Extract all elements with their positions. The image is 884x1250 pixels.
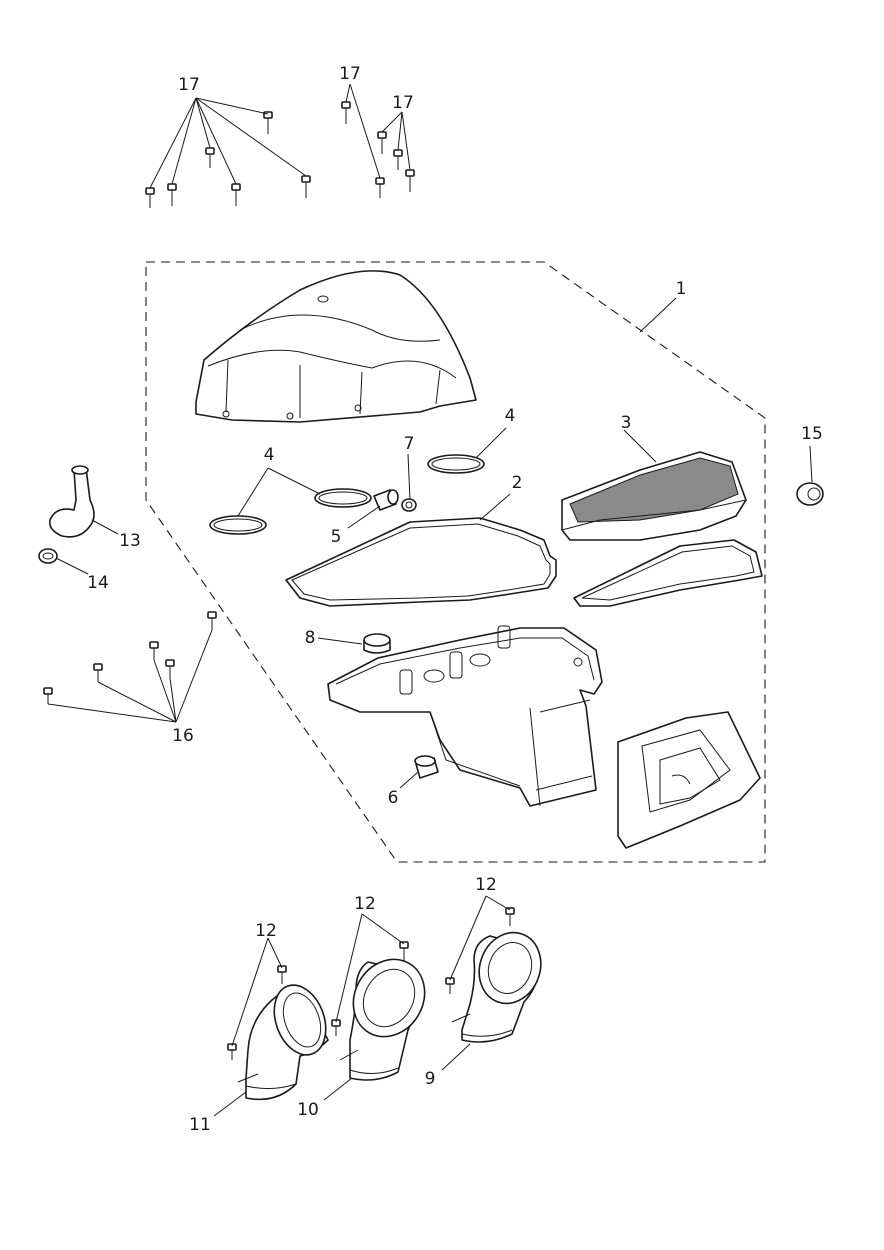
callout-numbers: 17 17 17 1 3 4 4 7 2 5 15 13 14 8 16 6 1…	[87, 64, 823, 1135]
callout-15: 15	[801, 424, 823, 444]
callout-9: 9	[425, 1069, 436, 1089]
bung-part	[363, 633, 391, 654]
callout-7: 7	[404, 434, 415, 454]
callout-17: 17	[178, 75, 200, 95]
hose-clip-part	[401, 498, 417, 512]
callout-12: 12	[475, 875, 497, 895]
callout-12: 12	[354, 894, 376, 914]
callout-8: 8	[305, 628, 316, 648]
callout-17: 17	[339, 64, 361, 84]
airbox-lower-body	[327, 625, 603, 807]
drain-cap-part	[414, 755, 439, 779]
leader-lines	[47, 83, 813, 1117]
breather-hose	[48, 465, 95, 538]
callout-10: 10	[297, 1100, 319, 1120]
callout-1: 1	[676, 279, 687, 299]
intake-adaptor-11	[237, 984, 329, 1101]
air-filter-element	[561, 451, 747, 541]
callout-17: 17	[392, 93, 414, 113]
callout-14: 14	[87, 573, 109, 593]
intake-adaptor-9	[451, 931, 542, 1043]
intake-duct	[617, 711, 761, 849]
callout-5: 5	[331, 527, 342, 547]
callout-6: 6	[388, 788, 399, 808]
intake-adaptor-10	[339, 958, 426, 1081]
airbox-gasket	[285, 517, 557, 607]
grommet-part	[796, 482, 824, 506]
callout-16: 16	[172, 726, 194, 746]
assembly-boundary	[145, 261, 766, 863]
callout-2: 2	[512, 473, 523, 493]
callout-4: 4	[264, 445, 275, 465]
callout-4: 4	[505, 406, 516, 426]
callout-11: 11	[189, 1115, 211, 1135]
bolts-adaptor-group	[227, 907, 515, 1060]
filter-seal	[573, 539, 763, 607]
bolts-left-group	[43, 611, 217, 704]
callout-3: 3	[621, 413, 632, 433]
callout-13: 13	[119, 531, 141, 551]
sleeve-part	[373, 489, 399, 511]
airbox-cover	[195, 270, 477, 423]
callout-12: 12	[255, 921, 277, 941]
hose-clamp-part	[38, 548, 58, 564]
